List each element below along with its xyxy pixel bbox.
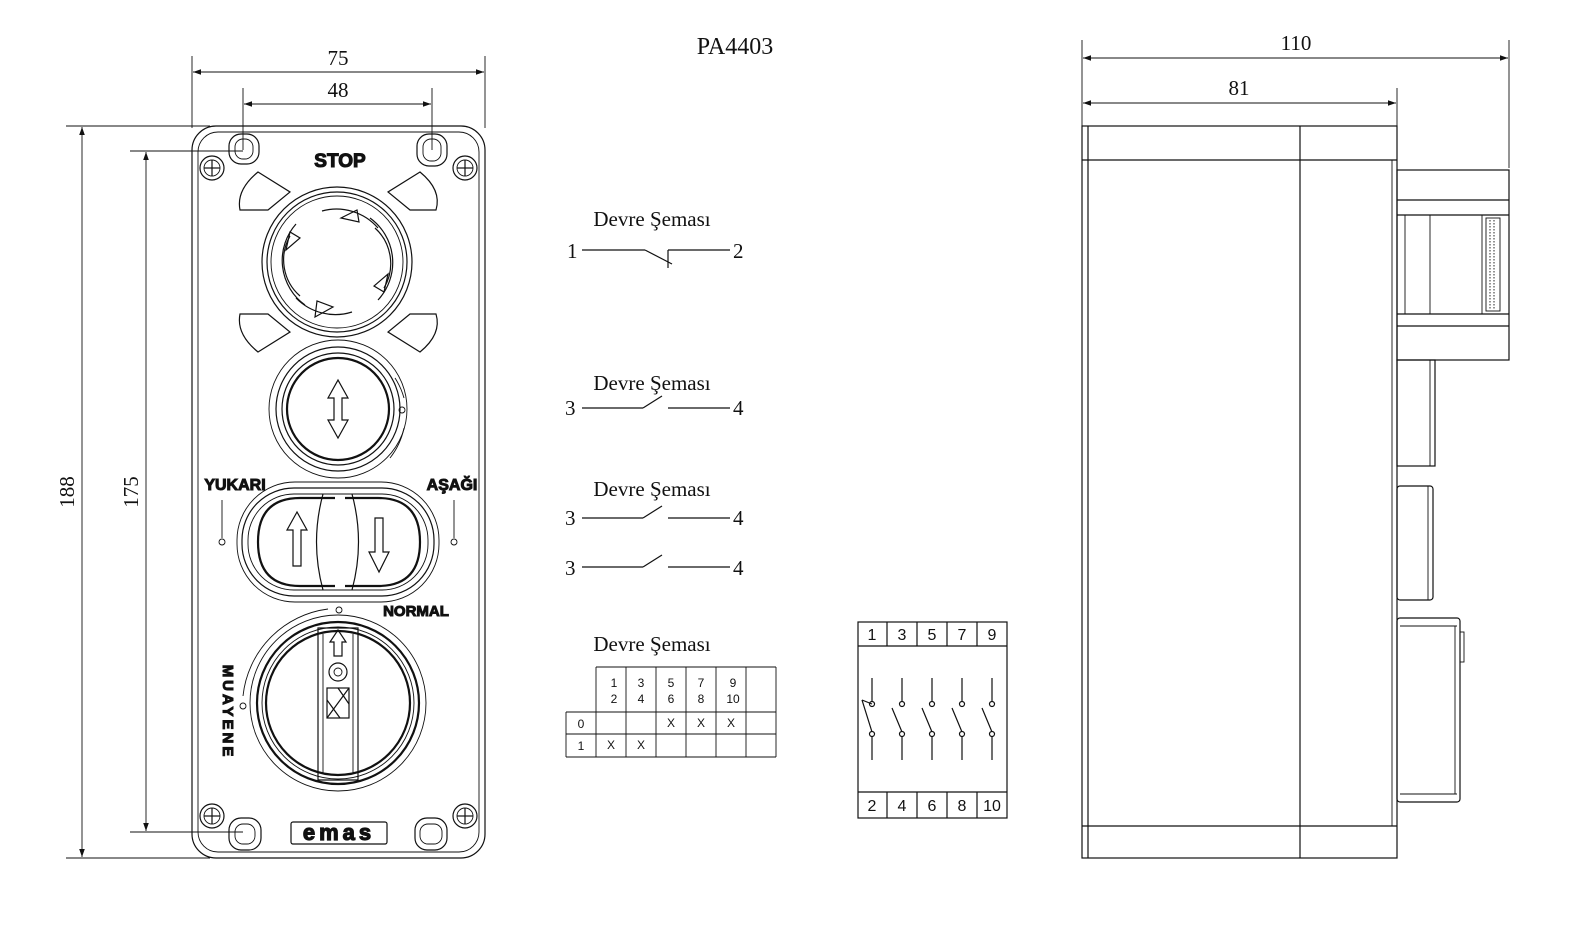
mounting-hole-bottom-right	[414, 817, 448, 851]
double-pushbutton-side	[1396, 485, 1434, 601]
drawing-title: PA4403	[697, 34, 773, 60]
circuit-title: Devre Şeması	[593, 207, 710, 231]
mounting-hole-top-left	[228, 133, 260, 165]
screw-icon	[452, 155, 478, 181]
screw-icon	[199, 155, 225, 181]
terminal-number: 6	[928, 798, 937, 815]
table-cell: X	[637, 738, 645, 752]
terminal-block: 1 3 5 7 9 2 4 6 8 10	[857, 621, 1008, 819]
up-arrow-icon	[285, 510, 309, 567]
terminal-number: 5	[928, 627, 937, 644]
down-button[interactable]	[345, 493, 422, 591]
terminal-number: 10	[983, 798, 1001, 815]
circuit-title: Devre Şeması	[593, 477, 710, 501]
dim-width-holes: 48	[328, 78, 349, 102]
table-header: 3	[638, 676, 645, 690]
up-button[interactable]	[256, 493, 335, 591]
svg-text:emas: emas	[303, 820, 375, 845]
inspection-label: MUAYENE	[219, 665, 236, 760]
terminal-number: 4	[898, 798, 907, 815]
stop-label: STOP	[314, 151, 366, 172]
circuit-title: Devre Şeması	[593, 371, 710, 395]
table-header: 4	[638, 692, 645, 706]
up-down-button[interactable]	[268, 339, 408, 479]
rotary-selector-side	[1396, 617, 1465, 803]
table-cell: X	[697, 716, 705, 730]
double-pushbutton	[236, 481, 440, 603]
terminal-number: 9	[988, 627, 997, 644]
dim-depth-total: 110	[1281, 31, 1312, 55]
terminal-number: 3	[898, 627, 907, 644]
circuit-title: Devre Şeması	[593, 632, 710, 656]
screw-icon	[452, 803, 478, 829]
table-cell: X	[607, 738, 615, 752]
terminal-label: 3	[565, 556, 576, 580]
table-cell: X	[727, 716, 735, 730]
table-header: 1	[611, 676, 618, 690]
side-view: 110 81	[1081, 31, 1510, 859]
emergency-stop-side	[1396, 169, 1510, 361]
selector-table: Devre Şeması 1 2 3 4 5 6 7 8 9 10 0	[565, 632, 777, 758]
table-header: 7	[698, 676, 705, 690]
table-header: 2	[611, 692, 618, 706]
dim-depth-body: 81	[1229, 76, 1250, 100]
dim-height-holes: 175	[119, 476, 143, 508]
emergency-stop-button[interactable]	[238, 171, 438, 353]
terminal-number: 1	[868, 627, 877, 644]
table-row-label: 0	[578, 717, 585, 731]
down-arrow-icon	[368, 517, 390, 574]
table-header: 8	[698, 692, 705, 706]
terminal-label: 4	[733, 506, 744, 530]
front-view: 75 48 188 175	[55, 46, 486, 859]
terminal-label: 3	[565, 506, 576, 530]
up-down-button-side	[1396, 359, 1436, 467]
screw-icon	[199, 803, 225, 829]
dim-width-outer: 75	[328, 46, 349, 70]
brand-logo: emas	[290, 819, 388, 846]
normal-label: NORMAL	[383, 603, 449, 620]
table-header: 5	[668, 676, 675, 690]
down-label: AŞAĞI	[427, 475, 478, 494]
terminal-label: 3	[565, 396, 576, 420]
table-header: 9	[730, 676, 737, 690]
table-cell: X	[667, 716, 675, 730]
rotary-selector[interactable]	[249, 614, 427, 792]
circuit-diagram-3: Devre Şeması 3 4 3 4	[565, 477, 744, 580]
up-label: YUKARI	[204, 477, 265, 494]
circuit-diagram-2: Devre Şeması 3 4	[565, 371, 744, 420]
terminal-number: 7	[958, 627, 967, 644]
rotary-selector-icon	[326, 628, 350, 719]
up-down-arrow-icon	[326, 378, 350, 440]
terminal-number: 8	[958, 798, 967, 815]
circuit-diagram-1: Devre Şeması 1 2	[567, 207, 744, 268]
table-row-label: 1	[578, 739, 585, 753]
table-header: 6	[668, 692, 675, 706]
mounting-hole-top-right	[416, 133, 448, 167]
terminal-label: 4	[733, 556, 744, 580]
terminal-label: 1	[567, 239, 578, 263]
terminal-number: 2	[868, 798, 877, 815]
emergency-stop-icon	[281, 208, 394, 319]
mounting-hole-bottom-left	[228, 817, 262, 851]
terminal-label: 4	[733, 396, 744, 420]
table-header: 10	[726, 692, 740, 706]
dim-height-outer: 188	[55, 476, 79, 508]
terminal-label: 2	[733, 239, 744, 263]
